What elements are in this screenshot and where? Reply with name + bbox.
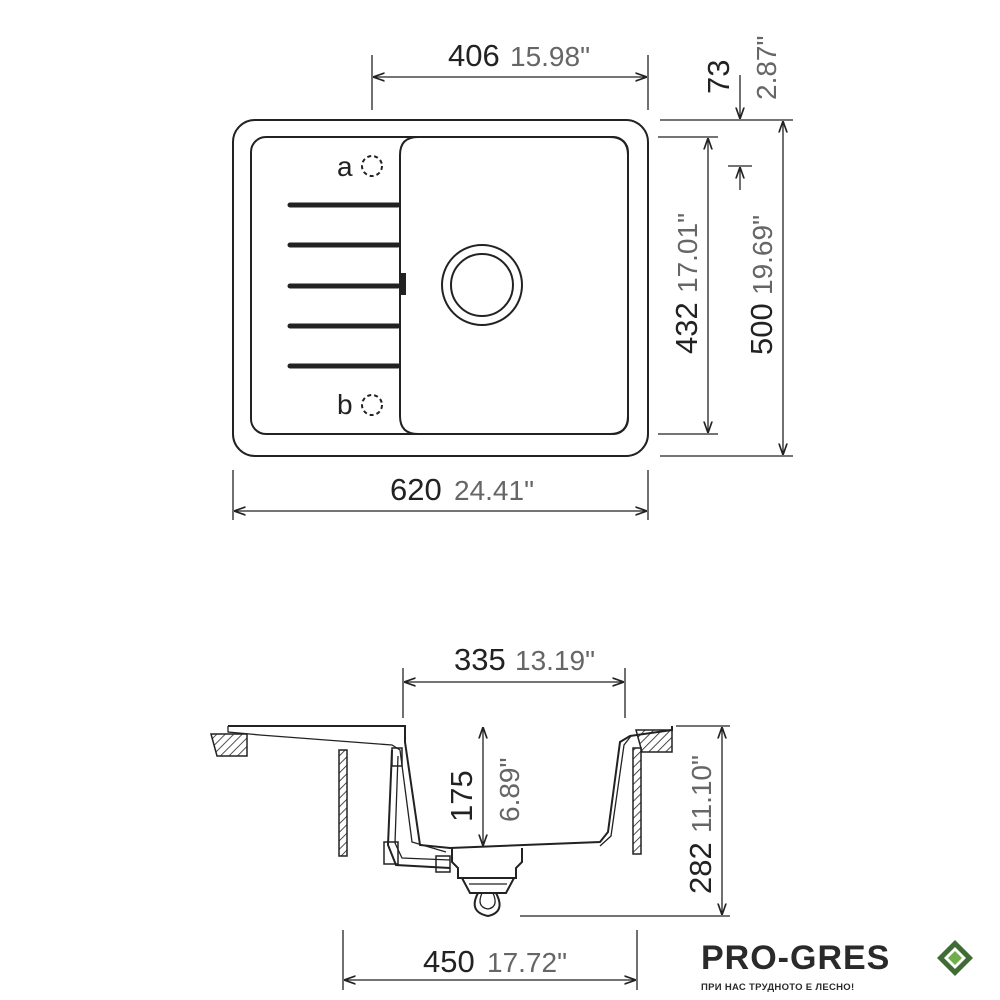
brand-logo: PRO-GRES ПРИ НАС ТРУДНОТО Е ЛЕСНО! bbox=[701, 939, 973, 993]
dimension-bowl-depth: 432 17.01" bbox=[658, 136, 718, 435]
dimension-bowl-height: 175 6.89" bbox=[444, 727, 525, 846]
bowl-wall-inner bbox=[599, 735, 632, 847]
bowl-width-in: 15.98" bbox=[510, 41, 590, 72]
cabinet-wall-left bbox=[338, 749, 348, 857]
drainboard-grooves bbox=[287, 202, 401, 369]
total-height-in: 11.10" bbox=[686, 755, 717, 833]
dimension-cabinet-width: 450 17.72" bbox=[342, 930, 638, 990]
cabinet-width-mm: 450 bbox=[423, 944, 475, 979]
diamond-logo-icon bbox=[937, 940, 973, 976]
sink-outline bbox=[232, 119, 649, 457]
total-depth-mm: 500 bbox=[744, 303, 779, 355]
bowl-height-mm: 175 bbox=[444, 770, 479, 822]
total-height-mm: 282 bbox=[683, 842, 718, 894]
drain-trap bbox=[451, 848, 523, 918]
bowl-height-in: 6.89" bbox=[494, 758, 525, 822]
top-view: a b 620 24.41" 406 15.98" 432 17.01" bbox=[232, 36, 793, 520]
tap-hole-a-icon bbox=[361, 155, 383, 177]
total-width-mm: 620 bbox=[390, 472, 442, 507]
tap-hole-a-label: a bbox=[337, 151, 353, 182]
dimension-bowl-width: 406 15.98" bbox=[371, 38, 649, 110]
overflow-slot bbox=[401, 273, 406, 295]
brand-name: PRO-GRES bbox=[701, 939, 890, 977]
dimension-total-height: 282 11.10" bbox=[520, 725, 730, 917]
drain-inner-ring bbox=[450, 253, 514, 317]
side-bowl-width-in: 13.19" bbox=[515, 645, 595, 676]
countertop-right-section bbox=[635, 729, 673, 753]
tap-offset-in: 2.87" bbox=[751, 36, 782, 100]
brand-tagline: ПРИ НАС ТРУДНОТО Е ЛЕСНО! bbox=[701, 982, 854, 993]
drain-outer-ring bbox=[441, 244, 523, 326]
bowl-depth-mm: 432 bbox=[669, 302, 704, 354]
tap-hole-b-icon bbox=[361, 394, 383, 416]
bowl-outline bbox=[399, 136, 629, 435]
tap-offset-mm: 73 bbox=[701, 60, 736, 94]
dimension-total-width: 620 24.41" bbox=[232, 470, 649, 520]
tap-hole-b-label: b bbox=[337, 389, 353, 420]
cabinet-wall-right bbox=[632, 747, 642, 855]
sink-profile-outer bbox=[228, 725, 673, 850]
side-view: 335 13.19" 175 6.89" 282 11.10" 450 17.7… bbox=[210, 642, 730, 990]
dimension-tap-offset: 73 2.87" bbox=[701, 36, 782, 190]
bowl-width-mm: 406 bbox=[448, 38, 500, 73]
bowl-depth-in: 17.01" bbox=[672, 213, 703, 293]
total-width-in: 24.41" bbox=[454, 475, 534, 506]
overflow-pipe bbox=[383, 747, 451, 873]
dimension-total-depth: 500 19.69" bbox=[660, 119, 793, 457]
cabinet-width-in: 17.72" bbox=[487, 947, 567, 978]
drainboard-profile bbox=[227, 726, 447, 853]
total-depth-in: 19.69" bbox=[747, 215, 778, 295]
side-bowl-width-mm: 335 bbox=[454, 642, 506, 677]
countertop-left-section bbox=[210, 733, 248, 757]
dimension-side-bowl-width: 335 13.19" bbox=[402, 642, 626, 718]
